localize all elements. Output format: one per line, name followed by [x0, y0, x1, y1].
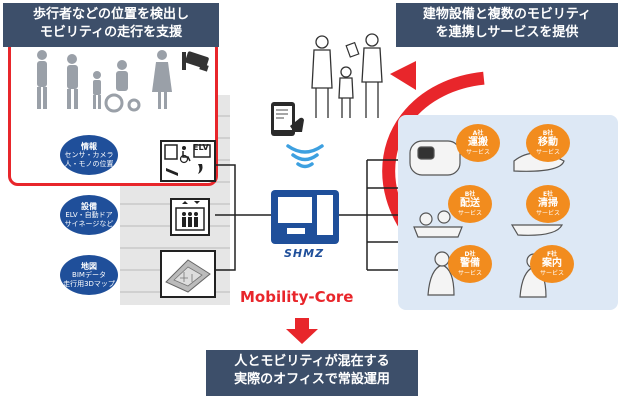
- info-category-title: 設備: [81, 201, 97, 211]
- connector-lines-right: [339, 159, 401, 271]
- operation-caption: 人とモビリティが混在する 実際のオフィスで常設運用: [206, 350, 418, 396]
- service-delivery: B社 配送 サービス: [448, 185, 492, 223]
- accessibility-icon: [164, 144, 211, 176]
- info-category-sub1: センサ・カメラ: [64, 150, 114, 159]
- service-name: 清掃: [538, 198, 558, 209]
- floor-map-icon: [165, 259, 211, 293]
- down-arrow-icon: [286, 318, 318, 344]
- service-company: B社: [542, 130, 554, 137]
- facility-sign-panel: [160, 140, 216, 182]
- info-category-sensors: 情報 センサ・カメラ 人・モノの位置: [60, 135, 118, 175]
- operation-caption-line2: 実際のオフィスで常設運用: [234, 372, 390, 387]
- info-category-sub1: ELV・自動ドア: [65, 210, 113, 219]
- service-name: 案内: [542, 258, 562, 269]
- service-company: D社: [464, 251, 476, 258]
- brand-logo: SHMZ: [284, 247, 325, 260]
- pedestrians-illustration: [37, 50, 172, 113]
- connector-lines-left: [215, 164, 273, 271]
- service-security: D社 警備 サービス: [448, 245, 492, 283]
- service-name: 移動: [538, 137, 558, 148]
- service-name: 配送: [460, 198, 480, 209]
- service-company: B社: [464, 191, 476, 198]
- detection-caption-line2: モビリティの走行を支援: [39, 25, 183, 40]
- robots-illustration: [409, 140, 565, 298]
- info-category-sub2: サイネージなど: [64, 219, 114, 228]
- family-illustration: [311, 33, 383, 118]
- elv-label: ELV: [193, 143, 209, 152]
- detection-caption: 歩行者などの位置を検出し モビリティの走行を支援: [3, 3, 219, 47]
- service-sub: サービス: [535, 210, 560, 217]
- info-category-sub1: BIMデータ: [72, 270, 106, 279]
- service-sub: サービス: [535, 149, 560, 156]
- service-name: 運搬: [468, 137, 488, 148]
- service-name: 警備: [460, 258, 480, 269]
- service-caption-line2: を連携しサービスを提供: [435, 25, 579, 40]
- elevator-panel: [170, 198, 210, 236]
- service-transport: A社 運搬 サービス: [456, 124, 500, 162]
- elevator-icon: [175, 201, 205, 231]
- service-guidance: F社 案内 サービス: [530, 245, 574, 283]
- service-caption-line1: 建物設備と複数のモビリティ: [422, 7, 592, 22]
- monitor-stand: [287, 228, 305, 234]
- service-cleaning: E社 清掃 サービス: [526, 185, 570, 223]
- mobility-core-computer: [271, 190, 339, 244]
- camera-icon: [182, 51, 209, 72]
- service-sub: サービス: [457, 210, 482, 217]
- computer-tower: [317, 195, 333, 235]
- map-panel: [160, 250, 216, 298]
- operation-caption-line1: 人とモビリティが混在する: [234, 354, 390, 369]
- service-sub: サービス: [465, 149, 490, 156]
- service-company: A社: [472, 130, 484, 137]
- info-category-equipment: 設備 ELV・自動ドア サイネージなど: [60, 195, 118, 235]
- mobility-core-title: Mobility-Core: [240, 288, 354, 306]
- info-category-map: 地図 BIMデータ 走行用3Dマップ: [60, 255, 118, 295]
- wireless-signal-icon: [286, 144, 324, 169]
- service-company: E社: [542, 191, 554, 198]
- tablet-icon: [271, 102, 304, 136]
- info-category-title: 情報: [81, 141, 97, 151]
- service-mobility: B社 移動 サービス: [526, 124, 570, 162]
- service-company: F社: [546, 251, 558, 258]
- monitor-screen: [276, 195, 314, 225]
- service-sub: サービス: [539, 270, 564, 277]
- info-category-title: 地図: [81, 261, 97, 271]
- detection-caption-line1: 歩行者などの位置を検出し: [32, 7, 189, 22]
- info-category-sub2: 走行用3Dマップ: [63, 279, 115, 288]
- service-caption: 建物設備と複数のモビリティ を連携しサービスを提供: [396, 3, 618, 47]
- service-sub: サービス: [457, 270, 482, 277]
- info-category-sub2: 人・モノの位置: [64, 159, 114, 168]
